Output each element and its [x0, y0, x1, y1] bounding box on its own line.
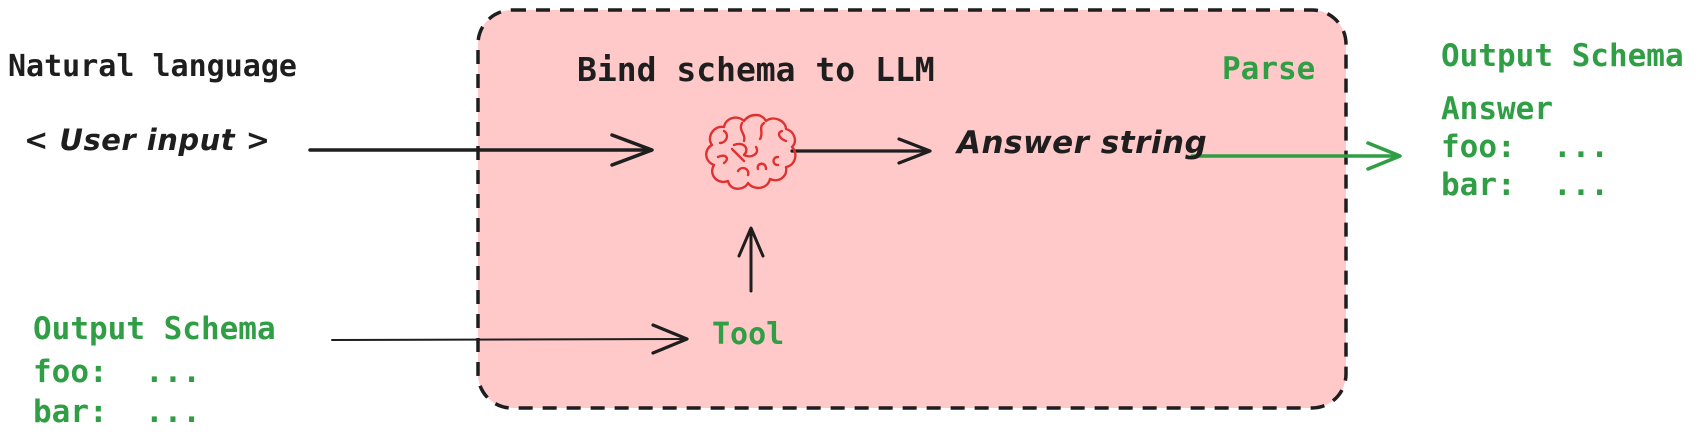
bind-schema-title: Bind schema to LLM: [577, 50, 935, 89]
brain-icon: [705, 113, 797, 190]
parse-label: Parse: [1222, 51, 1316, 87]
output-foo-line: foo: ...: [1441, 129, 1609, 165]
input-schema-title: Output Schema: [33, 311, 276, 347]
arrow-user-input-to-llm: [308, 133, 654, 167]
input-schema-bar-line: bar: ...: [33, 394, 201, 430]
output-answer-line: Answer: [1441, 91, 1553, 127]
arrow-llm-to-answer-string: [790, 137, 932, 165]
natural-language-label: Natural language: [8, 49, 297, 84]
arrow-schema-to-tool: [331, 323, 689, 355]
arrow-tool-to-llm: [737, 226, 765, 293]
user-input-label: < User input >: [24, 123, 271, 157]
arrow-answer-string-to-output: [1190, 141, 1402, 171]
output-bar-line: bar: ...: [1441, 167, 1609, 203]
input-schema-foo-line: foo: ...: [33, 354, 201, 390]
answer-string-label: Answer string: [957, 125, 1208, 161]
tool-label: Tool: [712, 317, 785, 352]
output-schema-title: Output Schema: [1441, 38, 1684, 74]
llm-bind-box: [476, 8, 1348, 410]
